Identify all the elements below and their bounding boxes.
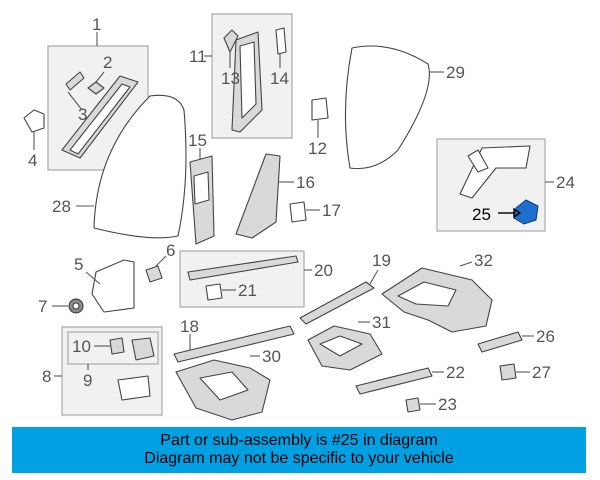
callout-19[interactable]: 19 [372, 251, 391, 270]
part-17-clip [289, 201, 307, 223]
callout-12[interactable]: 12 [308, 139, 327, 158]
callout-30[interactable]: 30 [262, 347, 281, 366]
part-20-sill [187, 255, 299, 281]
part-2-clip [87, 81, 105, 95]
banner-line-1: Part or sub-assembly is #25 in diagram [160, 432, 438, 449]
part-29-door-seal [344, 45, 430, 170]
callout-13[interactable]: 13 [221, 69, 240, 88]
callout-18[interactable]: 18 [180, 317, 199, 336]
callout-14[interactable]: 14 [270, 69, 289, 88]
callout-24[interactable]: 24 [556, 173, 575, 192]
callout-3[interactable]: 3 [78, 105, 87, 124]
callout-7[interactable]: 7 [38, 297, 47, 316]
part-10-bulb [109, 337, 125, 355]
part-28-front-seal [93, 94, 187, 239]
callout-23[interactable]: 23 [438, 395, 457, 414]
callout-17[interactable]: 17 [322, 201, 341, 220]
callout-20[interactable]: 20 [314, 261, 333, 280]
part-lamp-housing [131, 337, 155, 361]
callout-27[interactable]: 27 [532, 363, 551, 382]
callout-15[interactable]: 15 [188, 131, 207, 150]
part-6-clip [145, 265, 163, 283]
callout-32[interactable]: 32 [474, 251, 493, 270]
callout-8[interactable]: 8 [42, 367, 51, 386]
callout-4[interactable]: 4 [28, 151, 37, 170]
part-25-highlight[interactable] [513, 199, 539, 225]
callout-21[interactable]: 21 [238, 281, 257, 300]
part-16-trim [235, 153, 281, 239]
part-23-clip [405, 397, 421, 413]
callout-11[interactable]: 11 [189, 47, 207, 66]
part-14-clip [275, 27, 287, 55]
callout-9[interactable]: 9 [83, 371, 92, 390]
part-22-rail [355, 367, 433, 395]
callout-26[interactable]: 26 [536, 327, 555, 346]
info-banner: Part or sub-assembly is #25 in diagram D… [12, 427, 586, 473]
part-5-kick-panel [91, 259, 135, 313]
callout-5[interactable]: 5 [74, 255, 83, 274]
callout-16[interactable]: 16 [296, 173, 315, 192]
callout-29[interactable]: 29 [446, 63, 465, 82]
part-27-clip [499, 363, 517, 381]
part-19-sill [299, 281, 375, 325]
callout-22[interactable]: 22 [446, 363, 465, 382]
part-12-bracket [311, 97, 329, 121]
part-lamp-lens [117, 375, 151, 401]
part-26-rail [477, 331, 523, 353]
callout-10[interactable]: 10 [72, 337, 91, 356]
callout-28[interactable]: 28 [52, 197, 71, 216]
part-4-bracket [23, 109, 45, 133]
banner-line-2: Diagram may not be specific to your vehi… [144, 450, 454, 467]
callout-1[interactable]: 1 [92, 15, 101, 34]
part-18-sill [173, 325, 295, 363]
callout-6[interactable]: 6 [166, 241, 175, 260]
part-21-clip [205, 283, 223, 301]
callout-31[interactable]: 31 [372, 313, 391, 332]
callout-2[interactable]: 2 [103, 53, 112, 72]
callout-25[interactable]: 25 [472, 205, 491, 224]
